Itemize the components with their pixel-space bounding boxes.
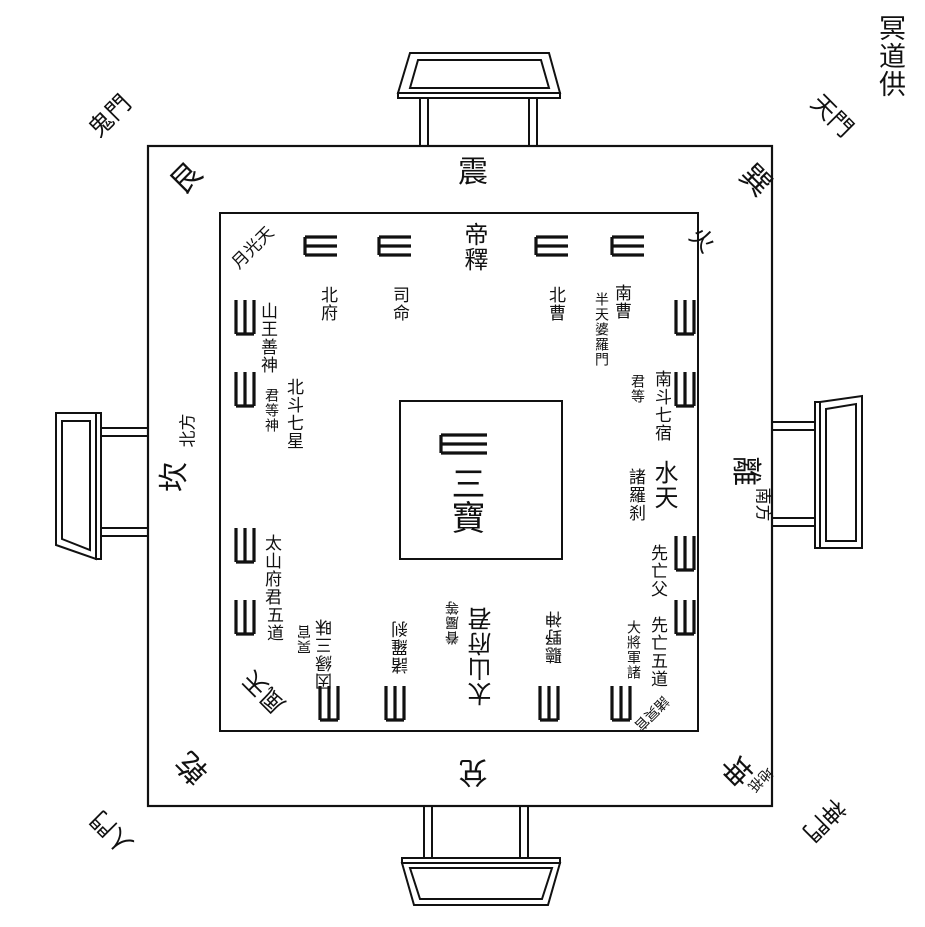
inner-top-center: 帝釋 <box>460 222 488 272</box>
outer-west-label: 坎 <box>157 462 192 492</box>
inner-col-left3: 太山府君 <box>261 534 281 606</box>
inner-col-left4: 五道 <box>263 606 283 642</box>
altar-table-right <box>772 394 863 549</box>
inner-col-right3: 水天 <box>650 460 678 510</box>
inner-square <box>219 212 699 732</box>
inner-col-right5-sub: 大將軍諸 <box>625 620 641 680</box>
inner-col-right3-sub: 諸羅刹 <box>625 468 645 522</box>
inner-col-right2-sub: 君等 <box>629 374 645 404</box>
inner-col-top-right-sub: 半天婆羅門 <box>593 292 609 367</box>
inner-col-top-right: 南曹 <box>611 284 631 320</box>
outer-east-sub: 南方 <box>752 487 773 522</box>
inner-col-right4: 先亡父 <box>647 544 667 598</box>
inner-col-left2: 北斗七星 <box>283 378 303 450</box>
inner-bottom-4-sub: 冥官 <box>297 624 313 654</box>
inner-col-top-left: 山王善神 <box>257 302 277 374</box>
inner-bottom-4: 因縁三昧 <box>316 618 336 690</box>
inner-bottom-3: 諸羅刹 <box>392 620 412 674</box>
altar-table-bottom <box>400 806 562 906</box>
center-label: 三寶 <box>445 466 485 534</box>
inner-bottom-1: 聽野神 <box>546 610 566 664</box>
inner-beicao: 北曹 <box>545 286 565 322</box>
inner-bottom-2: 太山府君 <box>468 606 496 706</box>
outer-north-label: 震 <box>458 155 488 190</box>
inner-col-right2: 南斗七宿 <box>651 370 671 442</box>
inner-col-right5: 先亡五道 <box>647 616 667 688</box>
altar-table-left <box>55 412 148 561</box>
inner-col-left2-sub: 君等神 <box>263 388 279 433</box>
page-title: 冥道供 <box>874 14 905 98</box>
inner-bottom-2-sub: 眷屬等 <box>445 600 461 645</box>
inner-siming: 司命 <box>389 286 409 322</box>
outer-south-label: 兌 <box>458 754 488 789</box>
center-box <box>399 400 563 560</box>
altar-table-top <box>396 52 562 146</box>
outer-west-sub: 北方 <box>178 413 199 448</box>
trigram-marks <box>234 235 696 722</box>
outer-square <box>146 144 774 808</box>
outer-east-label: 離 <box>728 456 763 486</box>
inner-beifu: 北府 <box>317 286 337 322</box>
